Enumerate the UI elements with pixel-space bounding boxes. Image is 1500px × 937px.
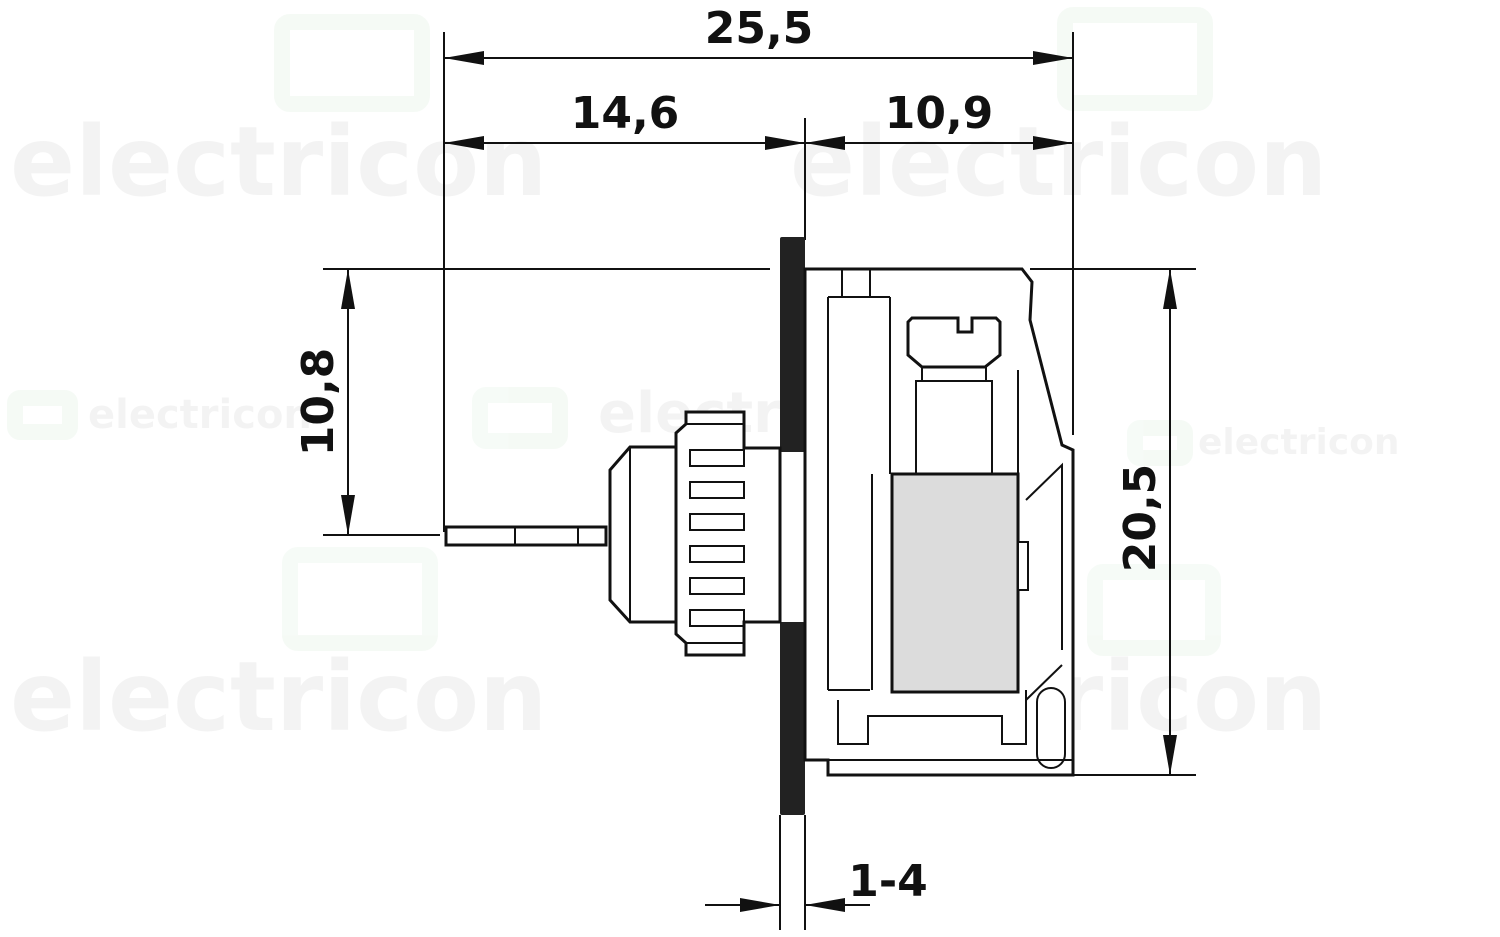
dim-label-overall-height: 20,5 [1115, 464, 1166, 573]
dimension-overall-width: 25,5 [444, 3, 1073, 65]
terminal-block [871, 472, 1029, 694]
svg-text:electricon: electricon [10, 106, 547, 218]
svg-text:electricon: electricon [88, 392, 312, 438]
svg-text:electricon: electricon [10, 641, 547, 753]
dimension-right-width: 10,9 [805, 88, 1073, 150]
svg-text:electricon: electricon [790, 106, 1327, 218]
svg-text:electricon: electricon [1198, 422, 1400, 463]
mounting-panel [780, 237, 805, 815]
dim-label-right-width: 10,9 [885, 88, 994, 139]
dim-label-left-width: 14,6 [571, 88, 680, 139]
dim-label-left-height: 10,8 [293, 348, 344, 457]
dimension-overall-height: 20,5 [1115, 269, 1177, 775]
knob-ribs [674, 410, 782, 657]
knob-cap [608, 445, 682, 624]
dimension-panel-thickness: 1-4 [705, 856, 928, 912]
watermark-layer: electricon electricon electricon electri… [7, 7, 1400, 753]
watermark-logo [7, 7, 1221, 656]
dim-label-panel-thickness: 1-4 [848, 856, 928, 907]
dimension-left-height: 10,8 [293, 269, 355, 535]
dimension-left-width: 14,6 [444, 88, 805, 150]
dim-label-overall-width: 25,5 [705, 3, 814, 54]
watermark-brand-text: electricon electricon electricon electri… [10, 106, 1400, 753]
